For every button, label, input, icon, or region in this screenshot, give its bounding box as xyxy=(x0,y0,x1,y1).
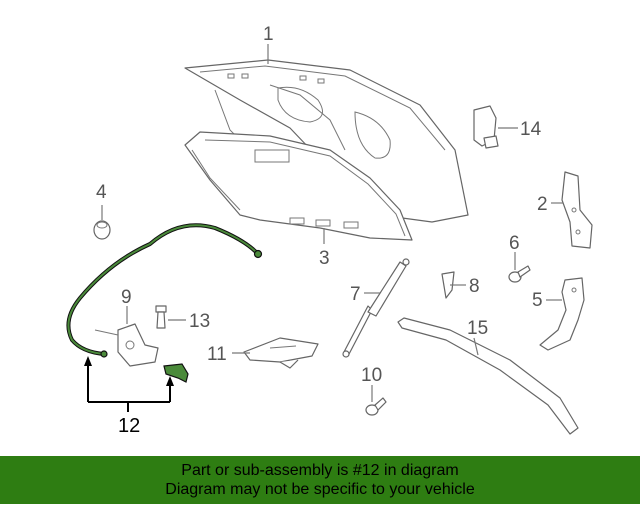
info-banner: Part or sub-assembly is #12 in diagram D… xyxy=(0,456,640,504)
callout-2: 2 xyxy=(537,194,548,215)
part-11-catch xyxy=(243,337,319,369)
callout-11: 11 xyxy=(207,344,227,365)
part-15-seal xyxy=(397,317,579,435)
callout-7: 7 xyxy=(350,284,361,305)
part-2-hinge xyxy=(561,171,593,249)
part-8-clip xyxy=(441,271,455,299)
parts-diagram: 1 2 3 4 5 6 7 8 9 10 11 12 13 14 15 xyxy=(66,24,593,437)
part-5-bracket xyxy=(539,277,585,351)
callout-15: 15 xyxy=(467,318,488,339)
part-13-pin xyxy=(155,305,167,329)
part-1-hood-panel xyxy=(184,59,469,223)
part-10-bolt xyxy=(365,397,387,416)
callout-9: 9 xyxy=(121,287,132,308)
part-12-release-cable xyxy=(66,223,263,383)
callout-5: 5 xyxy=(532,290,543,311)
part-9-latch xyxy=(94,323,159,367)
banner-line-2: Diagram may not be specific to your vehi… xyxy=(165,481,475,498)
part-7-strut xyxy=(342,258,410,358)
callout-1: 1 xyxy=(263,24,274,45)
callout-14: 14 xyxy=(520,119,542,140)
callout-8: 8 xyxy=(469,276,480,297)
callout-10: 10 xyxy=(361,365,382,386)
callout-13: 13 xyxy=(189,311,210,332)
callout-labels: 1 2 3 4 5 6 7 8 9 10 11 12 13 14 15 xyxy=(96,24,548,437)
part-4-bumper xyxy=(93,220,111,240)
callout-4: 4 xyxy=(96,182,107,203)
callout-12: 12 xyxy=(118,415,140,437)
part-6-bolt xyxy=(508,265,531,283)
leader-lines xyxy=(84,44,563,412)
callout-6: 6 xyxy=(509,233,520,254)
part-14-striker xyxy=(473,105,499,149)
callout-3: 3 xyxy=(319,248,330,269)
banner-line-1: Part or sub-assembly is #12 in diagram xyxy=(181,462,459,479)
part-3-hood-inner xyxy=(184,131,413,241)
